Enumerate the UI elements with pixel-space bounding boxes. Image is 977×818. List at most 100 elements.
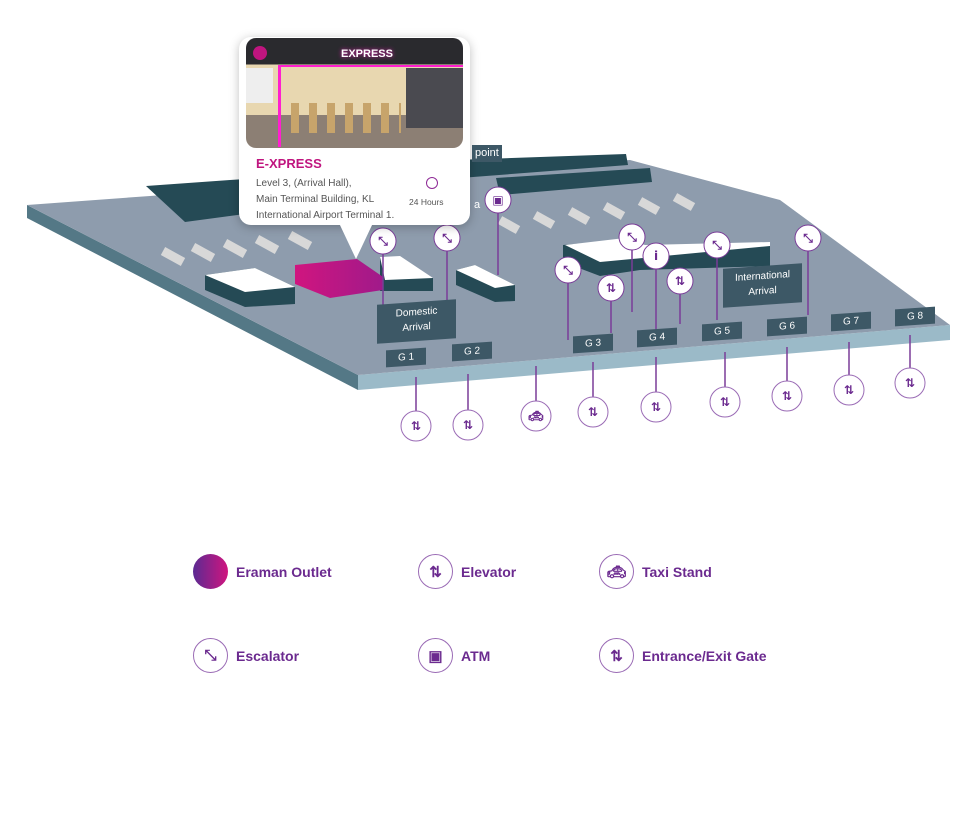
info-icon: i — [654, 249, 658, 263]
gate-icon: ⇅ — [411, 419, 421, 433]
pin-circle — [771, 380, 803, 412]
pin-circle — [400, 410, 432, 442]
pin-circle — [642, 242, 670, 270]
store-sign: EXPRESS — [341, 48, 393, 60]
outlet-address: Level 3, (Arrival Hall), Main Terminal B… — [256, 176, 416, 224]
gate-label: G 8 — [895, 306, 935, 327]
gate-pin[interactable]: ⇅ — [894, 335, 926, 399]
elevator-icon: ⇅ — [675, 274, 685, 288]
escalator-pin[interactable]: ⤡ — [703, 231, 731, 320]
gate-label: G 1 — [386, 347, 426, 368]
pin-circle — [452, 409, 484, 441]
pin-circle — [794, 224, 822, 252]
elevator-icon: ⇅ — [418, 554, 453, 589]
taxi-icon: 🚕︎ — [599, 554, 634, 589]
outlet-swatch — [193, 554, 228, 589]
elevator-pin[interactable]: ⇅ — [666, 267, 694, 324]
legend-atm: ▣ ATM — [418, 638, 490, 673]
clock-icon — [426, 177, 438, 189]
atm-icon: ▣ — [492, 193, 503, 207]
gate-icon: ⇅ — [651, 400, 661, 414]
address-line: Level 3, (Arrival Hall), — [256, 178, 352, 189]
gate-icon: ⇅ — [720, 395, 730, 409]
escalator-icon: ⤡ — [803, 231, 813, 245]
legend-label: Taxi Stand — [642, 563, 712, 580]
gate-icon: ⇅ — [588, 405, 598, 419]
gate-label: G 2 — [452, 341, 492, 362]
outlet-title: E-XPRESS — [256, 156, 322, 171]
blocks — [205, 256, 515, 307]
popup-pointer — [339, 223, 373, 259]
pin-circle — [484, 186, 512, 214]
pin-circle — [554, 256, 582, 284]
gate-icon: ⇅ — [844, 383, 854, 397]
escalator-pin[interactable]: ⤡ — [794, 224, 822, 315]
taxi-icon: 🚕︎ — [527, 409, 543, 423]
info-pin[interactable]: i — [642, 242, 670, 335]
legend-eraman-outlet: Eraman Outlet — [193, 554, 332, 589]
legend-label: ATM — [461, 647, 491, 664]
atm-icon: ▣ — [418, 638, 453, 673]
gate-label: G 3 — [573, 333, 613, 354]
store-photo: EXPRESS — [246, 38, 463, 148]
elevator-pin[interactable]: ⇅ — [597, 274, 625, 333]
escalator-icon: ⤡ — [193, 638, 228, 673]
gate-pin[interactable]: ⇅ — [452, 374, 484, 441]
gate-label: G 4 — [637, 327, 677, 348]
escalator-icon: ⤡ — [627, 230, 637, 244]
gate-icon: ⇅ — [599, 638, 634, 673]
escalator-pin[interactable]: ⤡ — [554, 256, 582, 340]
gate-icon: ⇅ — [463, 418, 473, 432]
gate-label: G 5 — [702, 321, 742, 342]
legend-label: Elevator — [461, 563, 517, 580]
escalator-icon: ⤡ — [442, 231, 452, 245]
legend-taxi: 🚕︎ Taxi Stand — [599, 554, 712, 589]
legend-gate: ⇅ Entrance/Exit Gate — [599, 638, 767, 673]
pin-circle — [520, 400, 552, 432]
gate-pin[interactable]: ⇅ — [771, 347, 803, 412]
escalator-pin[interactable]: ⤡ — [618, 223, 646, 312]
outlet-popup: EXPRESS E-XPRESS Level 3, (Arrival Hall)… — [239, 37, 470, 259]
gate-icon: ⇅ — [905, 376, 915, 390]
crosswalk — [160, 193, 696, 266]
pin-circle — [666, 267, 694, 295]
legend-elevator: ⇅ Elevator — [418, 554, 516, 589]
gate-pin[interactable]: ⇅ — [400, 377, 432, 442]
legend-label: Escalator — [236, 647, 300, 664]
map-label-checkpoint: point — [472, 145, 502, 162]
pin-circle — [703, 231, 731, 259]
gate-icon: ⇅ — [782, 389, 792, 403]
gate-label: G 6 — [767, 316, 807, 337]
elevator-icon: ⇅ — [606, 281, 616, 295]
pin-circle — [709, 386, 741, 418]
gate-label: G 7 — [831, 311, 871, 332]
atm-pin[interactable]: ▣ — [484, 186, 512, 275]
pin-circle — [833, 374, 865, 406]
gate-pin[interactable]: ⇅ — [577, 362, 609, 428]
escalator-icon: ⤡ — [712, 238, 722, 252]
eraman-logo — [253, 46, 267, 60]
pin-circle — [894, 367, 926, 399]
escalator-pin[interactable]: ⤡ — [433, 224, 461, 328]
pin-circle — [640, 391, 672, 423]
address-line: Main Terminal Building, KL — [256, 194, 375, 205]
pin-circle — [618, 223, 646, 251]
legend-escalator: ⤡ Escalator — [193, 638, 299, 673]
escalator-icon: ⤡ — [563, 263, 573, 277]
pin-circle — [577, 396, 609, 428]
eraman-outlet-block — [295, 259, 383, 298]
map-label-partial: a — [474, 199, 481, 211]
pin-circle — [597, 274, 625, 302]
taxi-pin[interactable]: 🚕︎ — [520, 366, 552, 432]
address-line: International Airport Terminal 1. — [256, 210, 395, 221]
gate-pin[interactable]: ⇅ — [640, 357, 672, 423]
opening-hours: 24 Hours — [409, 197, 444, 207]
legend-label: Entrance/Exit Gate — [642, 647, 767, 664]
gate-pin[interactable]: ⇅ — [709, 352, 741, 418]
pin-circle — [433, 224, 461, 252]
escalator-icon: ⤡ — [378, 234, 388, 248]
terminal-map: ⤡ ⤡ ▣ ⤡ ⇅ ⤡ i ⇅ ⤡ ⤡ ⇅ ⇅ 🚕︎ ⇅ ⇅ ⇅ ⇅ ⇅ ⇅ — [27, 154, 950, 442]
gate-pin[interactable]: ⇅ — [833, 342, 865, 406]
